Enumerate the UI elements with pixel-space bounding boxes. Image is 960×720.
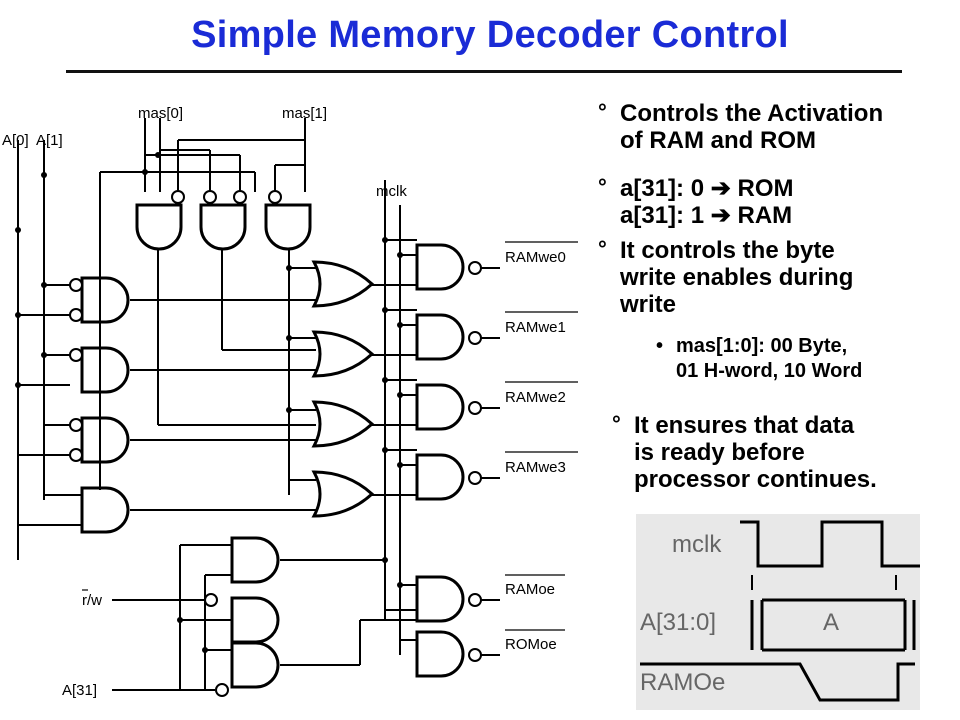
and-gate — [80, 276, 130, 324]
timing-label-mclk: mclk — [672, 531, 722, 558]
output-label-ramwe3: RAMwe3 — [505, 459, 566, 476]
bullet-line: write enables during — [620, 264, 854, 291]
timing-label-address: A[31:0] — [640, 609, 716, 636]
output-label-romoe: ROMoe — [505, 636, 557, 653]
mclk-waveform — [740, 520, 920, 568]
nand-gate — [415, 383, 465, 431]
nand-gate — [415, 453, 465, 501]
or-gate — [312, 260, 374, 308]
and-gate — [80, 416, 130, 464]
bullet-marker: ° — [598, 174, 607, 199]
title-divider — [66, 70, 902, 73]
output-label-ramoe: RAMoe — [505, 581, 555, 598]
slide-title: Simple Memory Decoder Control — [191, 14, 789, 56]
input-label-mas1: mas[1] — [282, 105, 327, 122]
timing-diagram-background — [636, 514, 920, 710]
bullet-line: a[31]: 1 ➔ RAM — [620, 202, 793, 229]
input-label-a31: A[31] — [62, 682, 97, 699]
bullet-marker: ° — [612, 411, 621, 436]
and-gate — [230, 641, 280, 689]
nand-gate — [415, 243, 465, 291]
and-gate — [264, 203, 312, 251]
bullet-line: of RAM and ROM — [620, 127, 816, 154]
bullet-line: Controls the Activation — [620, 100, 884, 127]
and-gate — [135, 203, 183, 251]
or-gate — [312, 330, 374, 378]
bullet-line: write — [620, 291, 677, 318]
output-label-ramwe2: RAMwe2 — [505, 389, 566, 406]
bullet-line: It controls the byte — [620, 237, 835, 264]
or-gate — [312, 470, 374, 518]
or-gate — [312, 400, 374, 448]
bullet-line: It ensures that data — [634, 412, 855, 439]
bullet-line: processor continues. — [634, 466, 877, 493]
and-gate — [199, 203, 247, 251]
input-label-mclk: mclk — [376, 183, 407, 200]
input-label-a0: A[0] — [2, 132, 29, 149]
bullet-line: a[31]: 0 ➔ ROM — [620, 175, 794, 202]
bullet-marker: • — [656, 335, 664, 357]
nand-gate — [415, 575, 465, 623]
ramoe-waveform — [640, 662, 915, 702]
input-label-a1: A[1] — [36, 132, 63, 149]
output-label-ramwe1: RAMwe1 — [505, 319, 566, 336]
nand-gate — [415, 313, 465, 361]
bullet-line: 01 H-word, 10 Word — [676, 360, 863, 382]
timing-bus-value: A — [823, 609, 839, 636]
bullet-line: is ready before — [634, 439, 805, 466]
bullet-line: mas[1:0]: 00 Byte, — [676, 335, 848, 357]
input-label-rw: r/w — [82, 592, 102, 609]
bullet-marker: ° — [598, 99, 607, 124]
nand-gate — [415, 630, 465, 678]
bullet-marker: ° — [598, 236, 607, 261]
output-label-ramwe0: RAMwe0 — [505, 249, 566, 266]
and-gate — [80, 486, 130, 534]
and-gate — [80, 346, 130, 394]
input-label-mas0: mas[0] — [138, 105, 183, 122]
and-gate — [230, 536, 280, 584]
timing-label-ramoe: RAMOe — [640, 669, 725, 696]
and-gate — [230, 596, 280, 644]
